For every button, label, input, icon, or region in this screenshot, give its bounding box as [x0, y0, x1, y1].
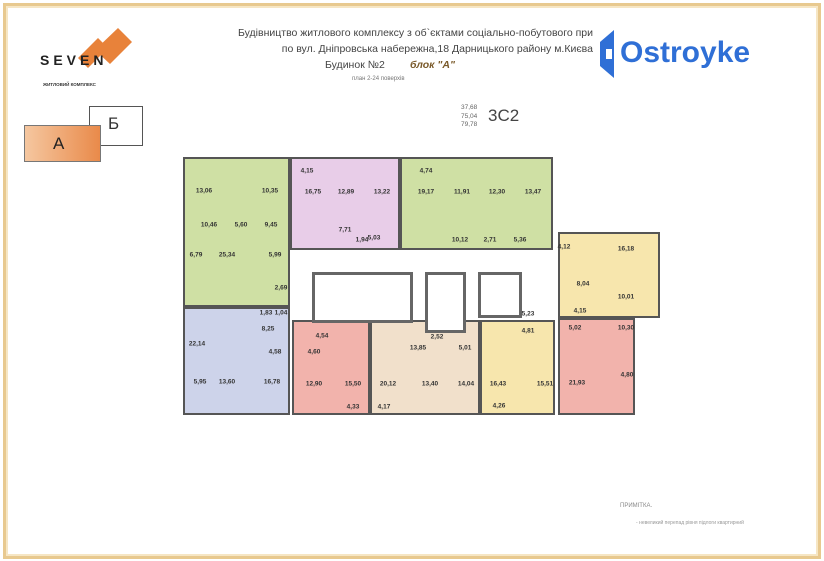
room-area-label: 22,14: [188, 340, 206, 348]
room-area-label: 8,25: [261, 325, 275, 333]
room-area-label: 4,60: [307, 348, 321, 356]
note-text: - невеликий перепад рівня підлоги кварти…: [636, 520, 744, 526]
room-area-label: 4,17: [377, 403, 391, 411]
room-area-label: 16,78: [263, 378, 281, 386]
header-line-2: по вул. Дніпровська набережна,18 Дарниць…: [281, 43, 593, 55]
room-area-label: 12,90: [305, 380, 323, 388]
apartment-yellow-2[interactable]: [558, 232, 660, 318]
room-area-label: 5,01: [458, 344, 472, 352]
room-area-label: 4,54: [315, 332, 329, 340]
room-area-label: 7,71: [338, 226, 352, 234]
room-area-label: 4,58: [268, 348, 282, 356]
apartment-red-2[interactable]: [558, 318, 635, 415]
room-area-label: 4,15: [300, 167, 314, 175]
room-area-label: 4,26: [492, 402, 506, 410]
unit-area-3: 79,78: [461, 121, 478, 128]
apartment-green-1[interactable]: [183, 157, 290, 307]
apartment-beige[interactable]: [370, 320, 480, 415]
room-area-label: 10,30: [617, 324, 635, 332]
apartment-green-2[interactable]: [400, 157, 553, 250]
room-area-label: 15,50: [344, 380, 362, 388]
elevator-core: [425, 272, 466, 333]
room-area-label: 5,99: [268, 251, 282, 259]
room-area-label: 2,52: [430, 333, 444, 341]
room-area-label: 4,81: [521, 327, 535, 335]
unit-area-1: 37,68: [461, 104, 478, 111]
room-area-label: 6,79: [189, 251, 203, 259]
room-area-label: 5,36: [513, 236, 527, 244]
room-area-label: 4,33: [346, 403, 360, 411]
elevator-core-2: [478, 272, 522, 318]
room-area-label: 4,12: [557, 243, 571, 251]
room-area-label: 10,35: [261, 187, 279, 195]
room-area-label: 5,02: [568, 324, 582, 332]
room-area-label: 13,06: [195, 187, 213, 195]
unit-area-2: 75,04: [461, 112, 478, 120]
room-area-label: 5,03: [367, 234, 381, 242]
seven-logo-mark: [78, 28, 132, 68]
stair-core: [312, 272, 413, 323]
room-area-label: 4,74: [419, 167, 433, 175]
seven-logo-text: SEVEN: [40, 52, 108, 68]
building-number: Будинок №2: [325, 59, 385, 71]
apartment-pink[interactable]: [290, 157, 400, 250]
room-area-label: 13,85: [409, 344, 427, 352]
note-title: ПРИМІТКА.: [620, 503, 653, 509]
room-area-label: 5,95: [193, 378, 207, 386]
room-area-label: 21,93: [568, 379, 586, 387]
room-area-label: 1,94: [355, 236, 369, 244]
apartment-red-1[interactable]: [292, 320, 370, 415]
section-b-label: Б: [108, 114, 120, 133]
ostroyke-logo-text: Ostroyke: [620, 36, 751, 69]
room-area-label: 25,34: [218, 251, 236, 259]
room-area-label: 16,18: [617, 245, 635, 253]
room-area-label: 13,22: [373, 188, 391, 196]
ostroyke-logo: Ostroyke: [596, 28, 796, 84]
room-area-label: 4,80: [620, 371, 634, 379]
room-area-label: 2,69: [274, 284, 288, 292]
page-frame: [3, 3, 821, 559]
room-area-label: 12,30: [488, 188, 506, 196]
unit-code: 3С2: [488, 106, 520, 125]
room-area-label: 16,75: [304, 188, 322, 196]
header-line-1: Будівництво житлового комплексу з об`єкт…: [237, 27, 593, 39]
room-area-label: 16,43: [489, 380, 507, 388]
room-area-label: 9,45: [264, 221, 278, 229]
room-area-label: 8,04: [576, 280, 590, 288]
apartment-blue[interactable]: [183, 307, 290, 415]
room-area-label: 20,12: [379, 380, 397, 388]
ostroyke-logo-mark: [600, 30, 614, 78]
room-area-label: 13,60: [218, 378, 236, 386]
room-area-label: 1,83: [259, 309, 273, 317]
room-area-label: 13,47: [524, 188, 542, 196]
room-area-label: 4,15: [573, 307, 587, 315]
room-area-label: 10,46: [200, 221, 218, 229]
floors-label: план 2-24 поверхів: [352, 76, 405, 82]
seven-logo-subtitle: ЖИТЛОВИЙ КОМПЛЕКС: [43, 82, 96, 87]
room-area-label: 12,89: [337, 188, 355, 196]
unit-areas: 37,68 75,04 79,78: [461, 104, 477, 130]
room-area-label: 5,60: [234, 221, 248, 229]
seven-logo: SEVEN ЖИТЛОВИЙ КОМПЛЕКС: [40, 28, 140, 98]
room-area-label: 15,51: [536, 380, 554, 388]
block-label: блок "А": [410, 59, 455, 71]
apartment-yellow-1[interactable]: [480, 320, 555, 415]
section-a[interactable]: А: [24, 125, 101, 162]
room-area-label: 19,17: [417, 188, 435, 196]
room-area-label: 1,04: [274, 309, 288, 317]
section-a-label: А: [53, 134, 65, 153]
room-area-label: 10,01: [617, 293, 635, 301]
room-area-label: 2,71: [483, 236, 497, 244]
room-area-label: 11,91: [454, 188, 470, 196]
room-area-label: 10,12: [451, 236, 469, 244]
room-area-label: 5,23: [521, 310, 535, 318]
room-area-label: 13,40: [421, 380, 439, 388]
room-area-label: 14,04: [457, 380, 475, 388]
